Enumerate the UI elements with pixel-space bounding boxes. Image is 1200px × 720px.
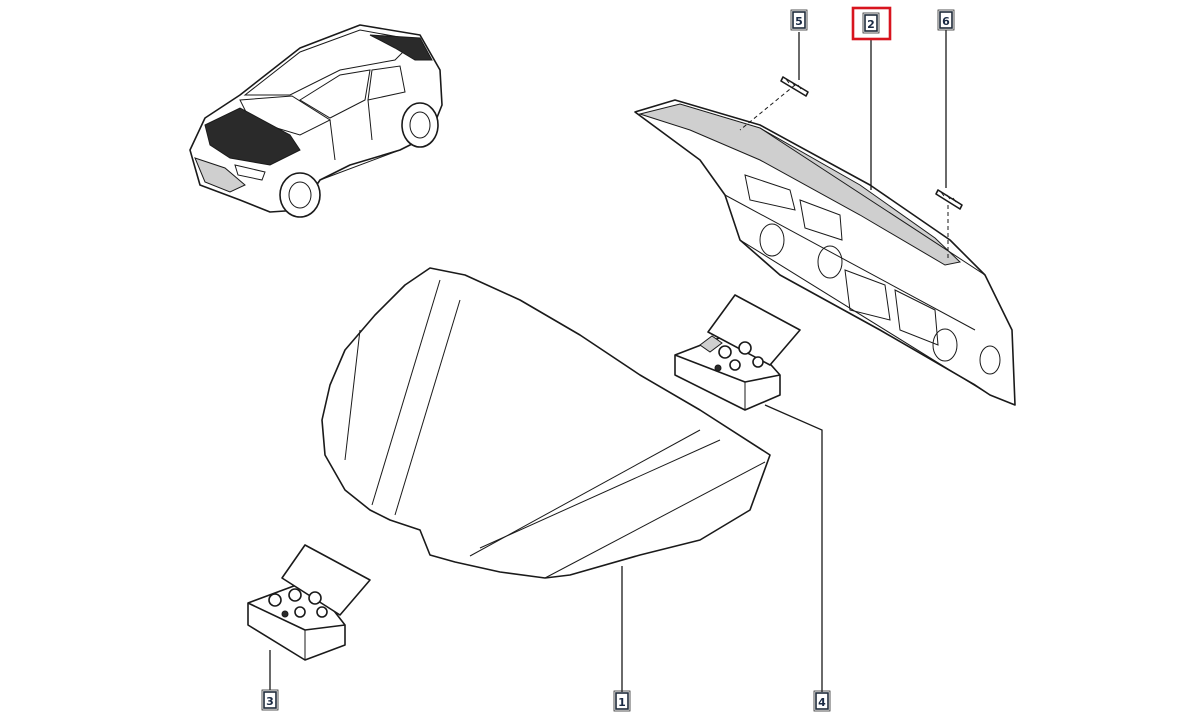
vehicle-illustration	[189, 24, 443, 218]
callout-6[interactable]: 6	[937, 9, 955, 31]
part-5-clip[interactable]	[780, 76, 809, 97]
callout-1[interactable]: 1	[613, 690, 631, 712]
callout-label: 2	[867, 18, 875, 31]
part-1-bonnet[interactable]	[321, 267, 771, 579]
callout-2[interactable]: 2	[851, 6, 892, 41]
callout-4[interactable]: 4	[813, 690, 831, 712]
leader-lines	[269, 30, 949, 692]
callout-3[interactable]: 3	[261, 689, 279, 711]
part-2-bonnet-inner-panel[interactable]	[634, 99, 1016, 406]
callout-5[interactable]: 5	[790, 9, 808, 31]
part-3-fastener-kit[interactable]	[247, 544, 371, 661]
callout-label: 3	[266, 695, 274, 708]
callout-label: 5	[795, 15, 803, 28]
callout-label: 1	[618, 696, 626, 709]
part-4-fastener-kit[interactable]	[674, 294, 801, 411]
callout-label: 6	[942, 15, 950, 28]
callout-label: 4	[818, 696, 826, 709]
part-6-clip[interactable]	[935, 189, 963, 210]
